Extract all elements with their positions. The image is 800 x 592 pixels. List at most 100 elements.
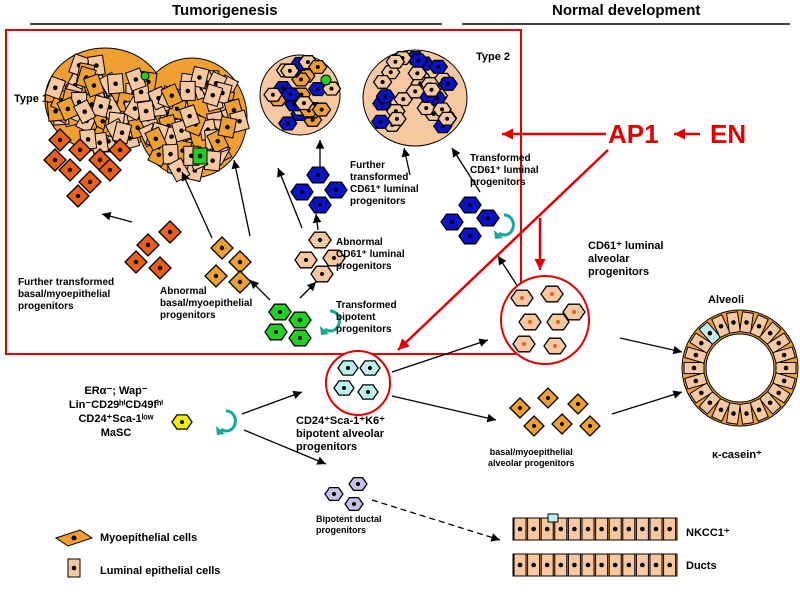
type2-cluster-cell-nucleus bbox=[383, 94, 388, 99]
legend-luminal: Luminal epithelial cells bbox=[100, 565, 221, 577]
alveoli-cell-3-nucleus bbox=[767, 400, 773, 406]
type2-cluster-cell-nucleus bbox=[394, 116, 399, 121]
abnormal-basal-cell-3 bbox=[228, 270, 252, 294]
abnormal-cd61-cell-1-nucleus bbox=[332, 256, 336, 260]
type1-right-cluster-cell bbox=[202, 83, 224, 108]
type1-basal-cell-0-nucleus bbox=[57, 137, 63, 143]
abnormal-basal-cell-3-nucleus bbox=[237, 279, 243, 285]
bipotent-transformed-cell-1-nucleus bbox=[298, 318, 302, 322]
cd61-alveolar-cell-2 bbox=[562, 303, 586, 321]
nkcc1-duct-cell-4 bbox=[567, 517, 581, 541]
type1-right-cluster-cell-nucleus bbox=[210, 92, 216, 98]
main-duct-cell-2-nucleus bbox=[544, 562, 550, 568]
type1-left-cluster-cell-nucleus bbox=[119, 130, 125, 135]
alveoli-cell-18 bbox=[749, 314, 769, 339]
masc-self-renew-arrow-head bbox=[216, 426, 225, 435]
further-basal-cell-2-nucleus bbox=[133, 259, 139, 265]
type1-basal-cell-7 bbox=[66, 184, 90, 208]
arrow-en-to-ap1-head bbox=[674, 128, 685, 140]
type1-right-cluster-cell-nucleus bbox=[231, 107, 237, 113]
abnormal-cd61-cell-1 bbox=[322, 249, 346, 267]
further-cd61-cell-1 bbox=[324, 181, 348, 199]
type1-basal-cell-1-nucleus bbox=[77, 147, 83, 153]
abnormal-cd61-cell-2 bbox=[294, 251, 318, 269]
basal-alveolar-cell-4 bbox=[551, 413, 573, 435]
arrow-type2-up bbox=[401, 147, 411, 176]
abnormal-basal-cell-2 bbox=[204, 264, 228, 288]
nkcc1-duct-cell-0 bbox=[513, 517, 527, 541]
type1-right-cluster-cell bbox=[136, 100, 156, 123]
nkcc1-duct-cell-10-nucleus bbox=[653, 526, 659, 532]
arrow-bipotent-to-cd61-alveolar-shaft bbox=[391, 339, 489, 373]
transformed-cd61-cell-1 bbox=[476, 209, 500, 227]
main-duct-cell-3-nucleus bbox=[558, 562, 564, 568]
type1-green-cell-a bbox=[140, 71, 150, 81]
transformed-cd61-cell-2 bbox=[440, 213, 464, 231]
cd61-alveolar-cell-3 bbox=[518, 313, 542, 331]
bipotent-self-renew-arrow-curve bbox=[324, 309, 341, 333]
arrow-ap1-to-bipotent bbox=[397, 149, 609, 351]
further-cd61-cell-2-nucleus bbox=[300, 190, 304, 194]
transformed-cd61-cell-1-nucleus bbox=[486, 216, 490, 220]
bipotent-alveolar-circle bbox=[325, 350, 391, 416]
arrow-bipotent-to-cd61-alveolar-head bbox=[478, 338, 488, 347]
transformed-cd61-cell-3 bbox=[458, 227, 482, 245]
arrow-cd61-alveolar-to-alveoli-head bbox=[672, 345, 682, 355]
main-duct-cell-7 bbox=[608, 553, 622, 577]
arrow-further-cd61-to-middle bbox=[315, 140, 325, 168]
alveoli-cell-14 bbox=[698, 321, 722, 346]
arrow-masc-to-bipotent-ductal-shaft bbox=[243, 429, 327, 465]
bipotent-transformed-cell-3 bbox=[288, 329, 312, 347]
further-basal-cell-3 bbox=[148, 256, 172, 280]
label-nkcc1: NKCC1⁺ bbox=[686, 527, 730, 539]
type1-green-cell-b-nucleus bbox=[197, 153, 203, 159]
main-duct-cell-2 bbox=[540, 553, 554, 577]
arrow-abnormal-basal-to-type1-shaft bbox=[181, 171, 213, 239]
masc-self-renew-arrow-curve bbox=[220, 409, 237, 433]
abnormal-basal-cell-1-nucleus bbox=[237, 259, 243, 265]
type1-basal-cell-2-nucleus bbox=[97, 157, 103, 163]
middle-cluster-cell bbox=[308, 59, 328, 75]
arrow-cd61-alveolar-to-transformed-head bbox=[498, 256, 507, 266]
masc-self-renew-arrow bbox=[216, 409, 237, 435]
middle-cluster-cell-nucleus bbox=[299, 92, 304, 97]
type1-right-cluster-cell-nucleus bbox=[174, 106, 180, 112]
masc-cell-nucleus bbox=[180, 420, 184, 424]
legend-myoepithelial: Myoepithelial cells bbox=[100, 532, 198, 544]
main-duct-cell-4 bbox=[567, 553, 581, 577]
main-duct-cell-1-nucleus bbox=[531, 562, 536, 568]
type1-left-cluster-cell bbox=[106, 73, 125, 95]
further-cd61-cell-3 bbox=[308, 196, 332, 214]
bipotent-alveolar-cell-1 bbox=[359, 360, 381, 376]
section-title-tumorigenesis: Tumorigenesis bbox=[172, 2, 278, 19]
middle-cluster-cell bbox=[311, 102, 332, 117]
type1-left-cluster-cell-nucleus bbox=[94, 63, 99, 68]
further-cd61-cell-3-nucleus bbox=[318, 203, 322, 207]
further-basal-cell-3-nucleus bbox=[157, 265, 163, 271]
cd61-self-renew-arrow bbox=[494, 213, 515, 239]
type2-cluster-cell-nucleus bbox=[431, 112, 436, 117]
legend-luminal-glyph-nucleus bbox=[71, 565, 77, 571]
cd61-alveolar-cell-4-nucleus bbox=[556, 320, 560, 324]
nkcc1-duct-cell-0-nucleus bbox=[517, 526, 523, 532]
arrow-bipotent-to-abnormal-basal bbox=[249, 279, 271, 301]
middle-cluster-cell-nucleus bbox=[319, 107, 324, 112]
nkcc1-duct-cell-4-nucleus bbox=[572, 526, 577, 532]
type1-right-cluster-cell-nucleus bbox=[153, 136, 159, 142]
cd61-self-renew-arrow-head bbox=[494, 230, 503, 239]
alveoli-cell-12 bbox=[684, 346, 708, 364]
arrow-abnormal-basal-to-middle bbox=[231, 159, 251, 237]
middle-cluster-cell-nucleus bbox=[270, 92, 275, 97]
type1-basal-cell-6-nucleus bbox=[52, 157, 58, 163]
arrow-ap1-to-bipotent-shaft bbox=[397, 149, 609, 351]
further-cd61-cell-0-nucleus bbox=[316, 173, 320, 177]
bipotent-ductal-cell-0 bbox=[324, 486, 344, 502]
type1-left-cluster-cell-nucleus bbox=[135, 125, 141, 131]
alveoli-cell-4-nucleus bbox=[756, 407, 762, 413]
bipotent-transformed-cell-3-nucleus bbox=[298, 336, 302, 340]
bipotent-transformed-cell-0-nucleus bbox=[278, 310, 282, 314]
cd61-alveolar-cell-1-nucleus bbox=[550, 292, 554, 296]
basal-alveolar-cell-1 bbox=[537, 387, 559, 409]
